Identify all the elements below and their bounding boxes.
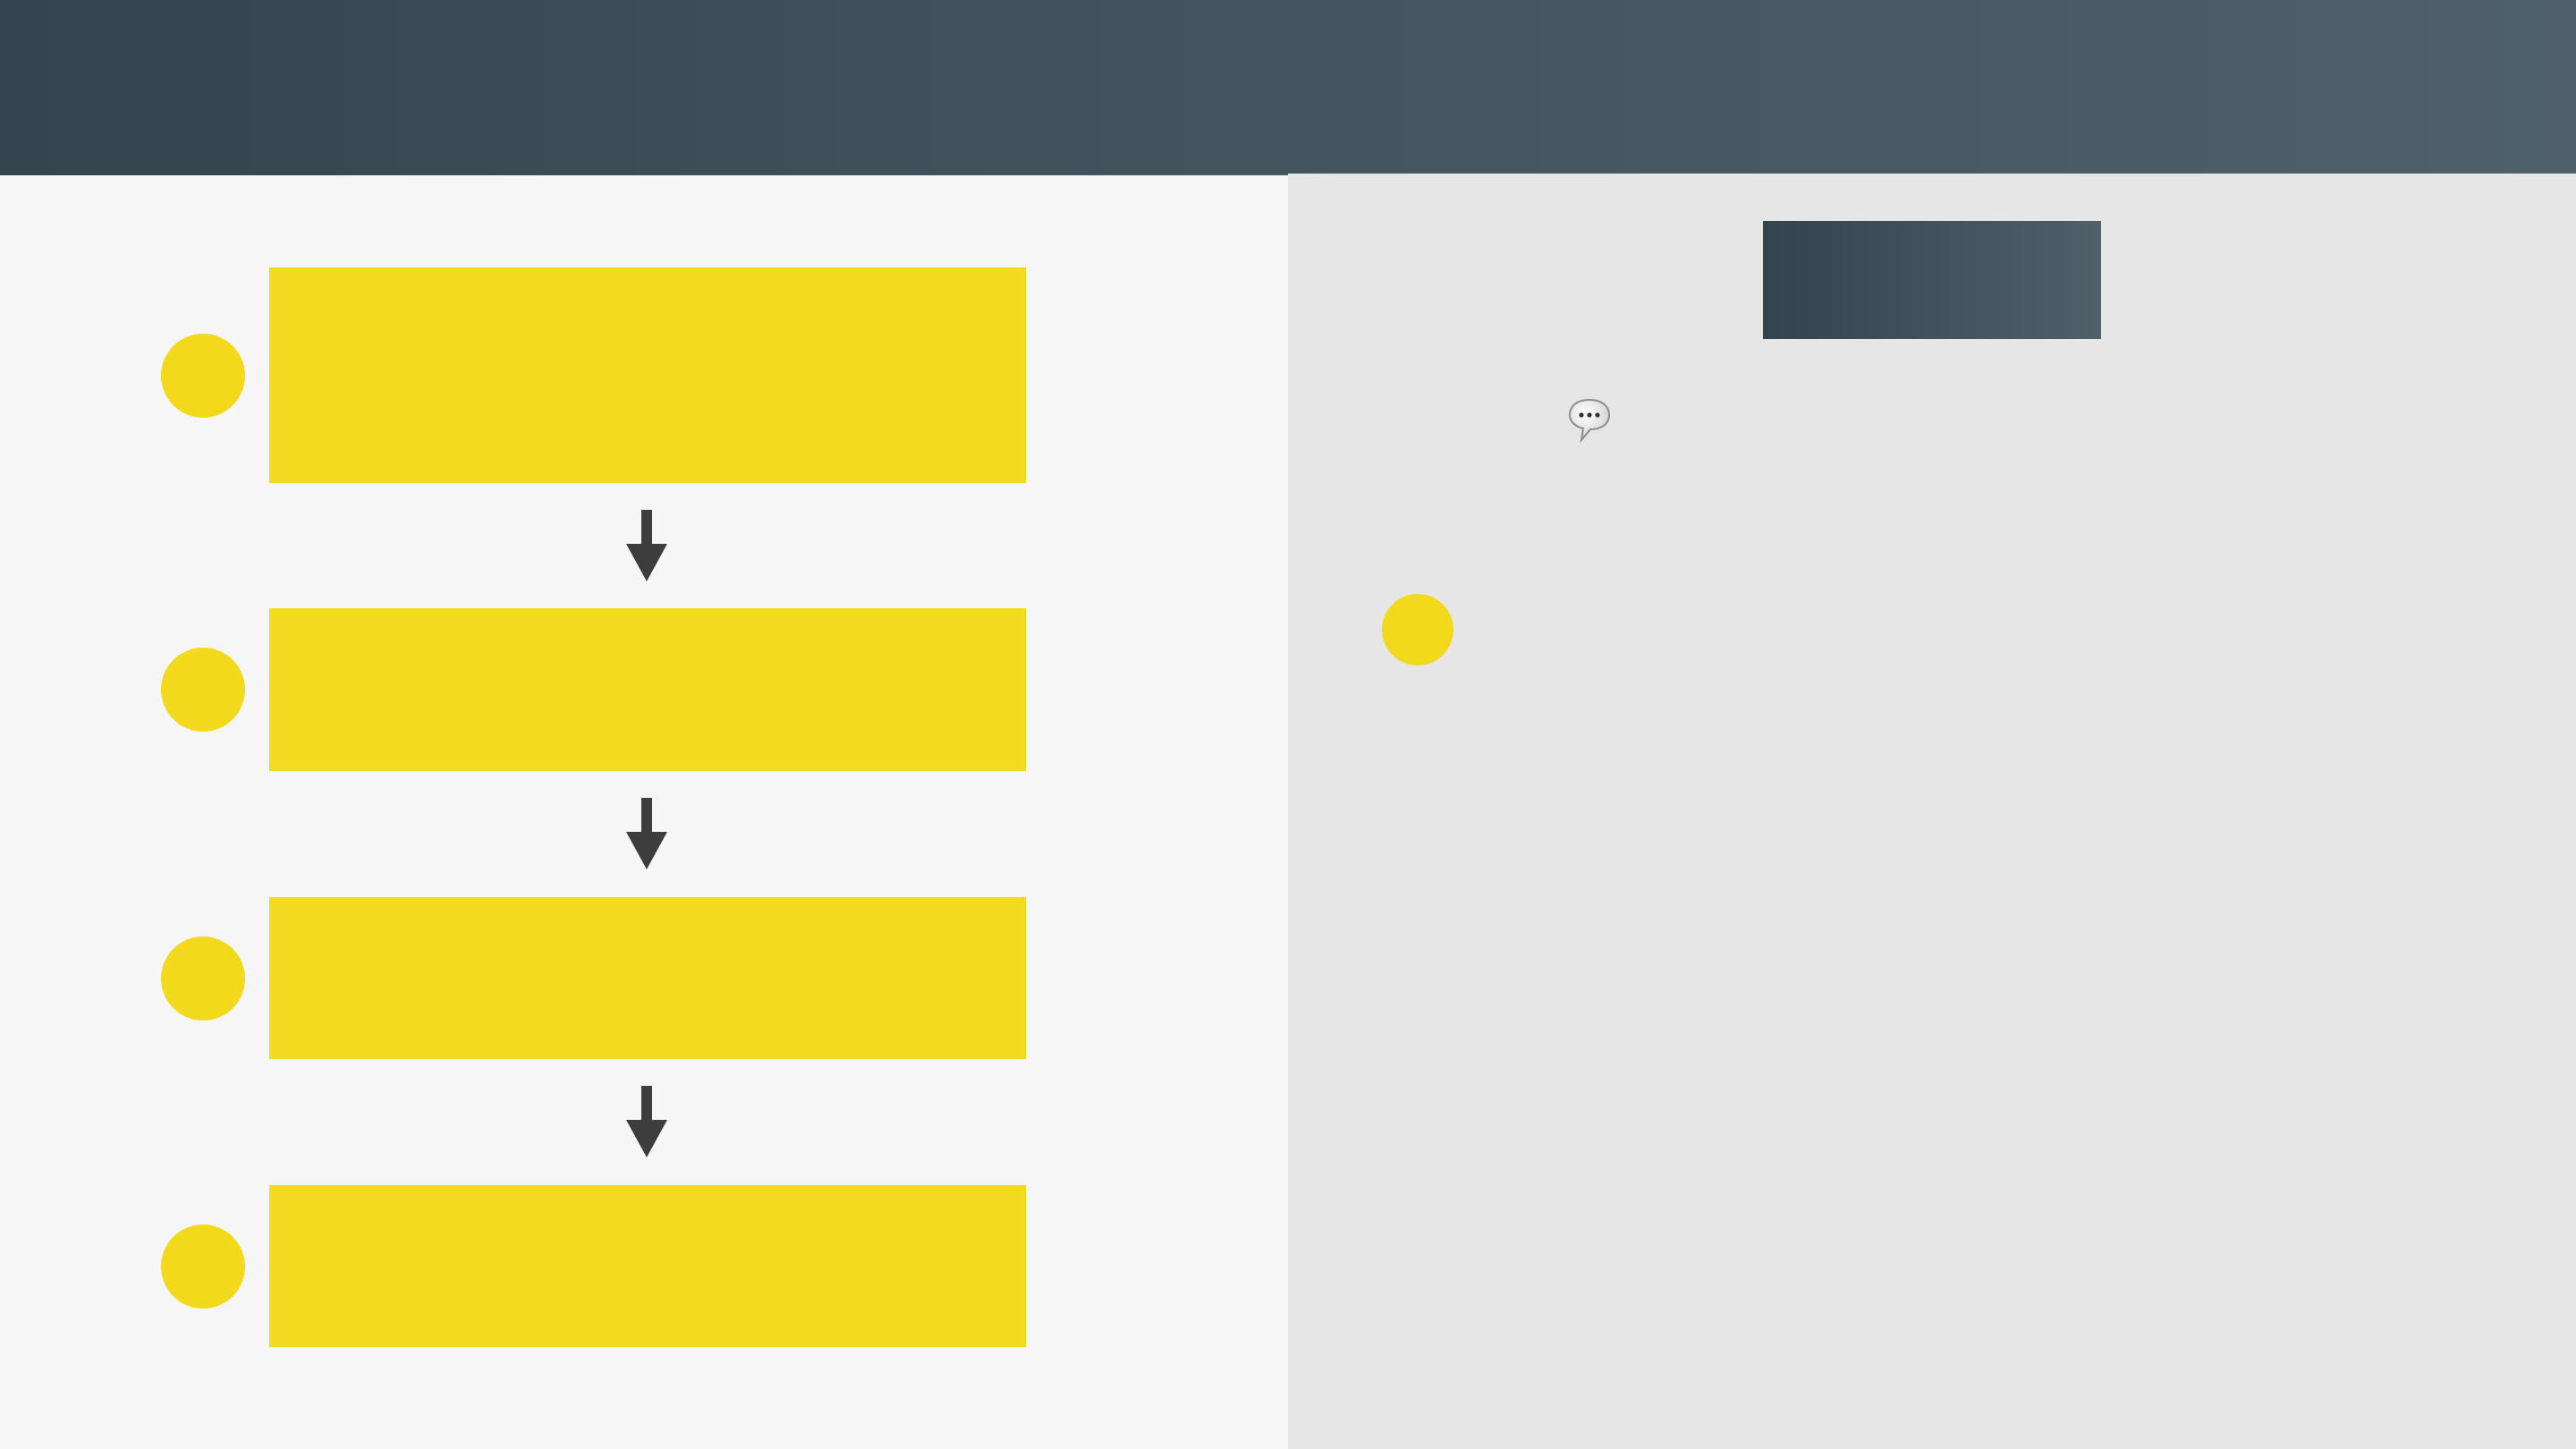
- step-1-marker: [161, 334, 245, 418]
- step-4-marker: [161, 1224, 245, 1309]
- step-2-marker: [161, 648, 245, 732]
- side-marker: [1382, 594, 1453, 665]
- chat-bubble-icon[interactable]: [1567, 397, 1612, 444]
- step-4-box: [269, 1185, 1026, 1347]
- down-arrow-icon: [626, 510, 667, 581]
- down-arrow-icon: [626, 798, 667, 869]
- side-panel: [1288, 174, 2576, 1449]
- title-card: [1763, 221, 2101, 339]
- down-arrow-icon: [626, 1086, 667, 1157]
- header-bar: [0, 0, 2576, 175]
- step-2-box: [269, 608, 1026, 771]
- step-3-marker: [161, 936, 245, 1021]
- step-3-box: [269, 897, 1026, 1059]
- step-1-box: [269, 267, 1026, 483]
